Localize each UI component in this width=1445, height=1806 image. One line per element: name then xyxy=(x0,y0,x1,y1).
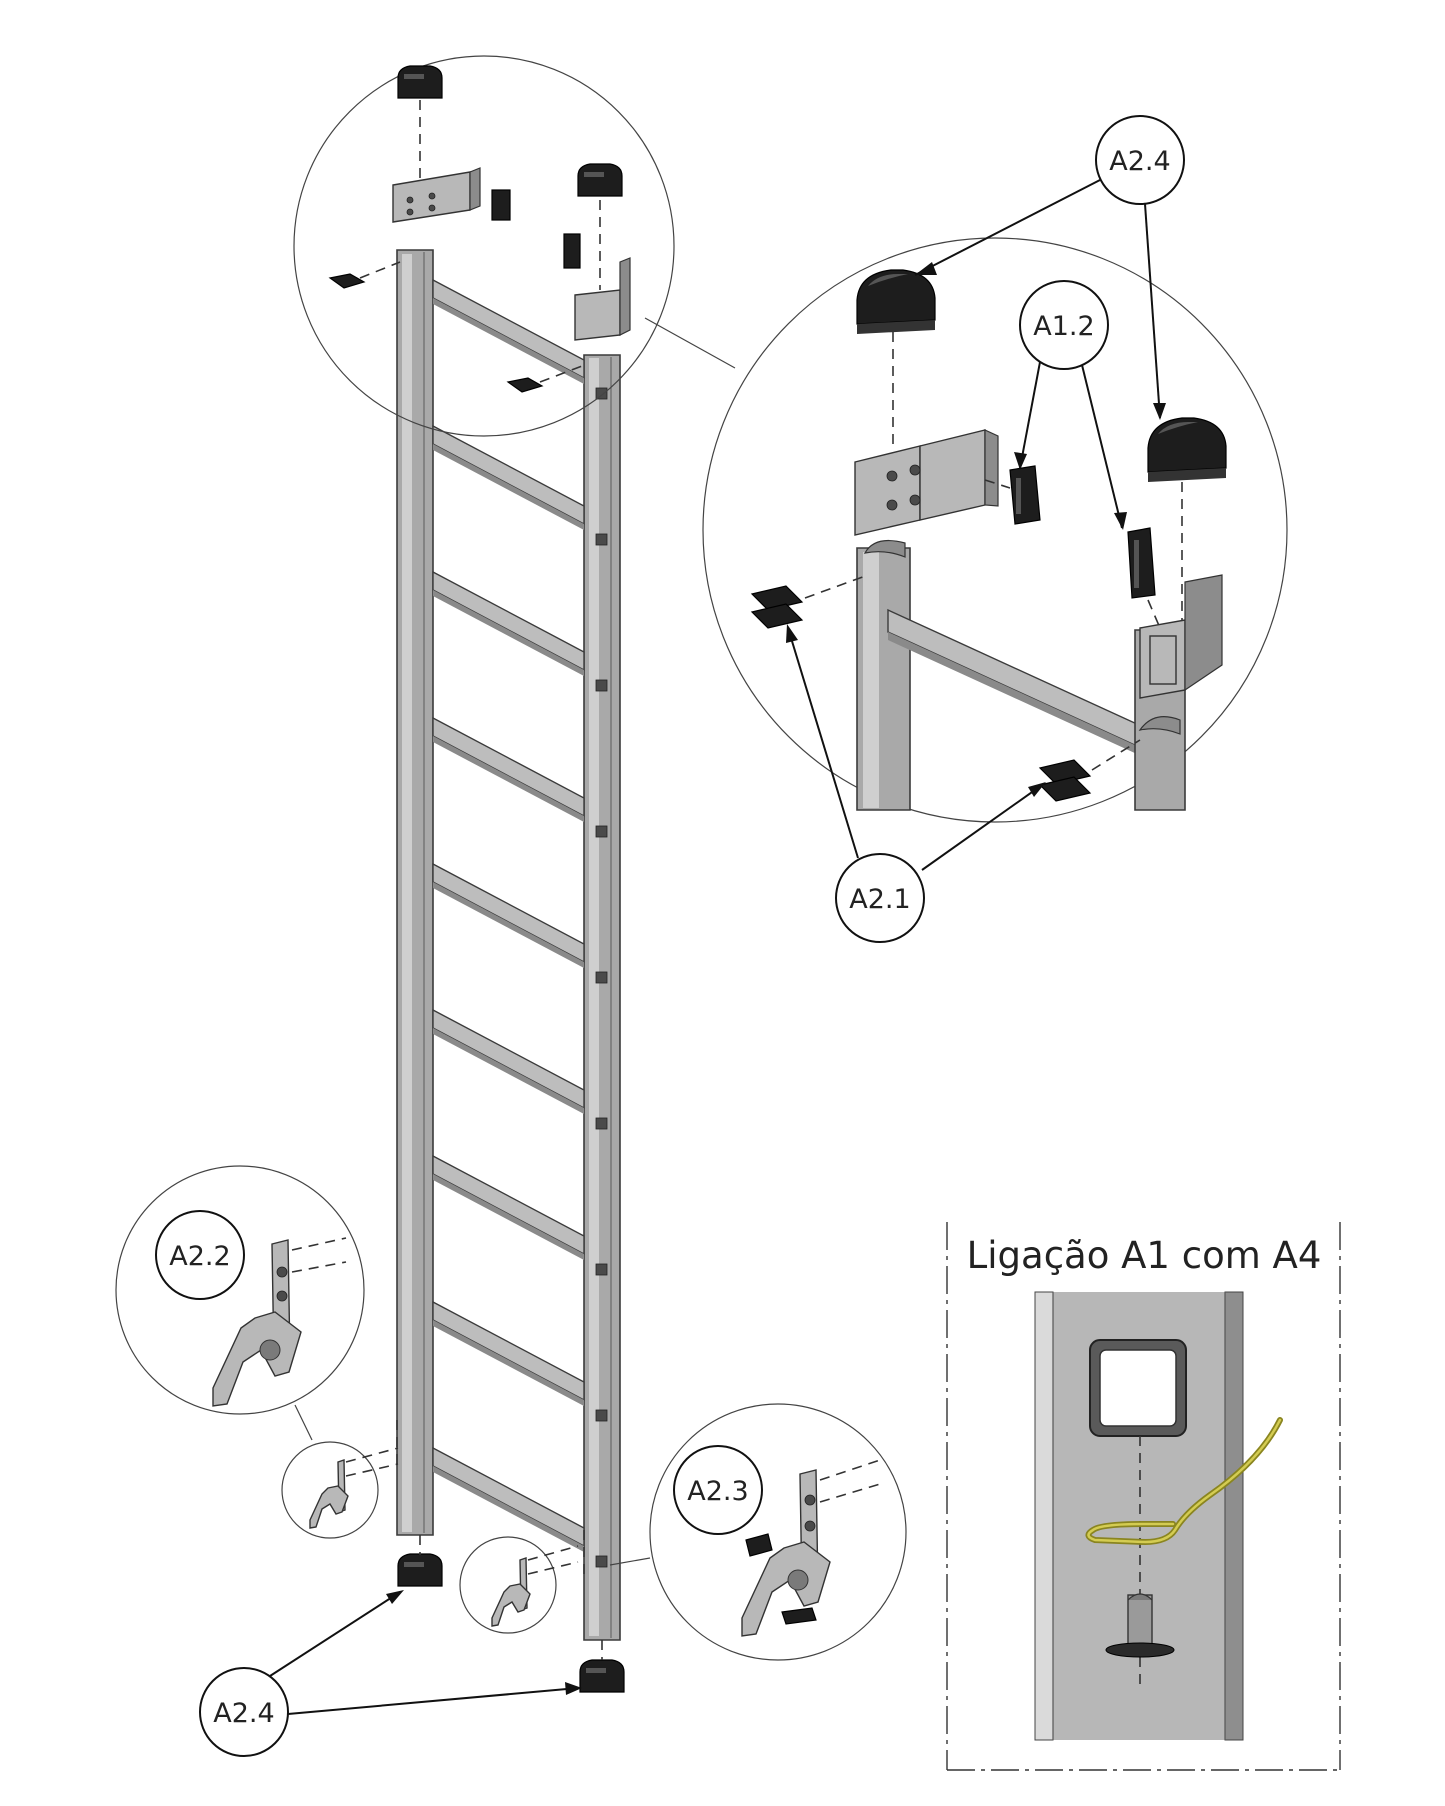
top-detail-circle xyxy=(293,55,675,437)
rungs xyxy=(432,278,585,1552)
ladder-rung-shadow xyxy=(433,298,584,384)
ladder-rung-shadow xyxy=(433,444,584,530)
rail-square-hole xyxy=(595,387,608,400)
top-cap-left xyxy=(397,65,443,99)
insert-lower xyxy=(1127,527,1156,599)
rail-square-hole xyxy=(595,1555,608,1568)
a23-detail-circle: A2.3 xyxy=(649,1403,907,1661)
ladder-rung-shadow xyxy=(433,590,584,676)
rail-square-hole xyxy=(595,533,608,546)
rail-square-hole xyxy=(595,1263,608,1276)
ladder-rung xyxy=(432,1300,585,1402)
connection-detail-box: Ligação A1 com A4 xyxy=(946,1222,1341,1771)
callout-a23-text: A2.3 xyxy=(687,1476,748,1507)
ladder-rung xyxy=(432,716,585,818)
callout-a22-text: A2.2 xyxy=(169,1241,230,1272)
ladder-rung xyxy=(432,424,585,526)
ladder-rung-shadow xyxy=(433,1174,584,1260)
bolt xyxy=(1105,1593,1175,1658)
rail-square-hole xyxy=(595,679,608,692)
callout-a12-text: A1.2 xyxy=(1033,311,1094,342)
a23-small-circle xyxy=(459,1536,579,1634)
ladder-rung-shadow xyxy=(433,736,584,822)
a22-small-circle xyxy=(281,1441,399,1539)
ladder-rung xyxy=(432,278,585,380)
cap-enlarged-right xyxy=(1147,417,1227,482)
rail-square-hole xyxy=(595,825,608,838)
cap-enlarged-left xyxy=(856,269,936,334)
ladder-rung xyxy=(432,570,585,672)
rail-square-hole xyxy=(595,1117,608,1130)
ladder-rung-shadow xyxy=(433,1320,584,1406)
bottom-cap-right xyxy=(579,1659,625,1693)
insert-upper xyxy=(1009,465,1041,525)
detail-title: Ligação A1 com A4 xyxy=(967,1234,1322,1277)
callout-a24-top-text: A2.4 xyxy=(1109,146,1170,177)
rail-holes xyxy=(595,387,608,1568)
top-cap-right xyxy=(577,163,623,197)
ladder-rung-shadow xyxy=(433,1466,584,1552)
ladder xyxy=(396,249,621,1641)
callout-a21: A2.1 xyxy=(835,853,925,943)
callout-a24-bottom-text: A2.4 xyxy=(213,1698,274,1729)
rail-square-hole xyxy=(595,1409,608,1422)
callout-a24-bottom: A2.4 xyxy=(199,1667,289,1757)
bottom-cap-left xyxy=(397,1553,443,1587)
ladder-rung xyxy=(432,862,585,964)
ladder-rung-shadow xyxy=(433,1028,584,1114)
clip-left xyxy=(750,585,804,629)
callout-a24-top: A2.4 xyxy=(1095,115,1185,205)
callout-a21-text: A2.1 xyxy=(849,884,910,915)
rail-square-hole xyxy=(595,971,608,984)
callout-a12: A1.2 xyxy=(1019,280,1109,370)
a22-detail-circle: A2.2 xyxy=(115,1165,365,1415)
ladder-rung-shadow xyxy=(433,882,584,968)
retaining-pin xyxy=(1085,1417,1283,1546)
ladder-rung xyxy=(432,1154,585,1256)
clip-right xyxy=(1038,759,1092,802)
ladder-rung xyxy=(432,1008,585,1110)
ladder-rung xyxy=(432,1446,585,1548)
enlarged-detail-circle xyxy=(702,237,1288,823)
